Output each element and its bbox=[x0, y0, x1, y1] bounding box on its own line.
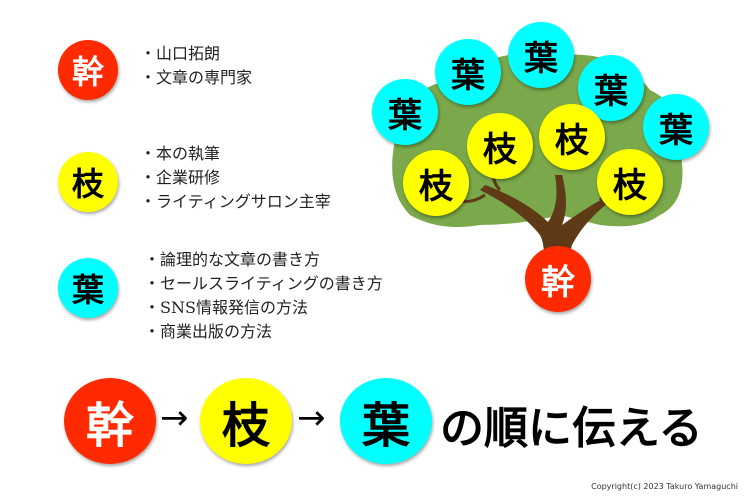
tree-leaf-circle: 葉 bbox=[372, 79, 438, 145]
list-item: 本の執筆 bbox=[140, 142, 331, 166]
list-item: 山口拓朗 bbox=[140, 42, 252, 66]
flow-caption: の順に伝える bbox=[440, 403, 703, 454]
tree-branch-circle: 枝 bbox=[467, 113, 533, 179]
branch-list: 本の執筆 企業研修 ライティングサロン主宰 bbox=[140, 142, 331, 214]
list-item: 文章の専門家 bbox=[140, 66, 252, 90]
arrow-icon: → bbox=[297, 398, 326, 438]
flow-leaf-circle: 葉 bbox=[340, 378, 432, 464]
tree-branch-circle: 枝 bbox=[539, 104, 605, 170]
trunk-legend-circle: 幹 bbox=[58, 40, 118, 100]
leaf-list: 論理的な文章の書き方 セールスライティングの書き方 SNS情報発信の方法 商業出… bbox=[144, 248, 383, 344]
list-item: セールスライティングの書き方 bbox=[144, 272, 383, 296]
leaf-legend-circle: 葉 bbox=[58, 258, 118, 318]
tree-branch-circle: 枝 bbox=[403, 150, 469, 216]
tree-trunk-circle: 幹 bbox=[525, 246, 591, 312]
tree-branch-circle: 枝 bbox=[597, 149, 663, 215]
branch-legend-circle: 枝 bbox=[58, 152, 118, 212]
list-item: 企業研修 bbox=[140, 166, 331, 190]
tree-leaf-circle: 葉 bbox=[508, 22, 574, 88]
flow-trunk-circle: 幹 bbox=[64, 378, 156, 464]
copyright: Copyright(c) 2023 Takuro Yamaguchi bbox=[591, 482, 738, 491]
list-item: 論理的な文章の書き方 bbox=[144, 248, 383, 272]
tree-leaf-circle: 葉 bbox=[435, 39, 501, 105]
flow-branch-circle: 枝 bbox=[200, 378, 292, 464]
list-item: SNS情報発信の方法 bbox=[144, 296, 383, 320]
list-item: 商業出版の方法 bbox=[144, 320, 383, 344]
arrow-icon: → bbox=[160, 398, 189, 438]
trunk-list: 山口拓朗 文章の専門家 bbox=[140, 42, 252, 90]
tree-trunk bbox=[480, 175, 612, 285]
list-item: ライティングサロン主宰 bbox=[140, 190, 331, 214]
tree-leaf-circle: 葉 bbox=[643, 94, 709, 160]
